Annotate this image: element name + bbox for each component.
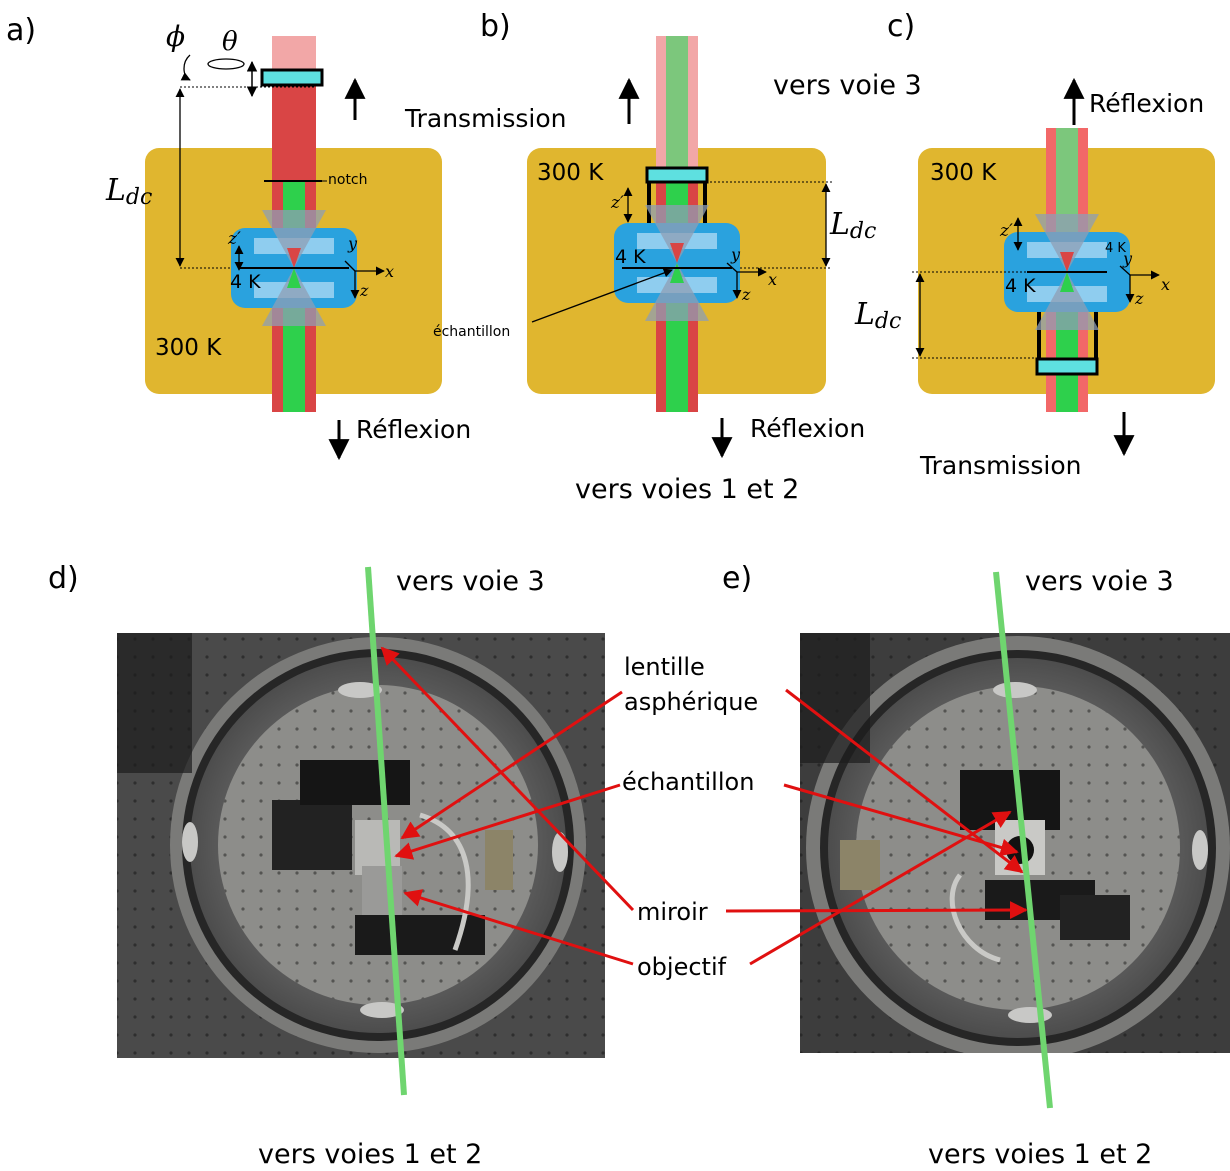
vers-voie-3-label: vers voie 3 [1025, 566, 1174, 597]
panel-b-label: b) [480, 9, 511, 44]
svg-text:4 K: 4 K [1005, 275, 1036, 297]
svg-text:y: y [730, 245, 741, 264]
transmission-label: Transmission [404, 104, 567, 133]
panel-c-label: c) [887, 9, 915, 44]
panel-d: d) vers voie 3 vers voies 1 et 2 [48, 561, 605, 1170]
svg-text:y: y [1122, 249, 1133, 268]
callout-line-objectif-d [403, 889, 634, 966]
callout-line-miroir-d [380, 646, 635, 912]
ldc-label: Ldc [105, 173, 152, 210]
panel-a: a) notch ϕ θ Ldc Réflexion 300 K [6, 13, 471, 461]
callout-lentille-line1: lentille [624, 653, 705, 681]
cold-stage-4k: z′ 4 K [227, 210, 357, 326]
callout-lentille-line2: asphérique [624, 688, 758, 716]
vers-voie-3-label: vers voie 3 [396, 566, 545, 597]
callout-objectif: objectif [637, 953, 727, 981]
svg-text:z: z [359, 281, 369, 300]
callout-miroir: miroir [637, 898, 708, 926]
notch-label: notch [328, 172, 368, 188]
svg-text:y: y [347, 234, 358, 253]
panel-c: c) Réflexion 300 K 4 K 4 K z′ x y z [854, 9, 1215, 480]
reflexion-label: Réflexion [356, 415, 471, 444]
rotation-phi-icon [180, 54, 191, 81]
echantillon-label: échantillon [433, 324, 510, 340]
temp-300k-label: 300 K [930, 160, 997, 186]
svg-text:z′: z′ [999, 221, 1013, 241]
panel-e-label: e) [722, 561, 752, 596]
callout-line-lentille-d [400, 690, 623, 840]
cryostat-photo-e [800, 633, 1230, 1053]
ldc-label: Ldc [854, 297, 901, 334]
callout-line-objectif-e [749, 810, 1012, 966]
callout-line-echantillon-e [783, 783, 1019, 857]
optical-axis-line [993, 571, 1053, 1109]
svg-text:x: x [768, 270, 777, 289]
svg-text:z: z [741, 285, 751, 304]
callouts: lentille asphérique échantillon miroir o… [380, 646, 1028, 981]
panel-a-label: a) [6, 13, 36, 48]
callout-line-miroir-e [725, 901, 1028, 920]
mirror [260, 68, 324, 87]
rotation-theta-icon [207, 58, 245, 70]
optical-axis-line [365, 566, 407, 1096]
svg-text:x: x [1161, 275, 1170, 294]
mirror [645, 166, 709, 184]
panel-e: e) vers voie 3 vers voies 1 et 2 [722, 561, 1230, 1170]
svg-text:4 K: 4 K [1105, 241, 1126, 256]
svg-text:4 K: 4 K [230, 271, 261, 293]
svg-text:x: x [385, 262, 394, 281]
transmission-label: Transmission [919, 451, 1082, 480]
cold-stage-4k: 4 K 4 K [1004, 214, 1130, 330]
temp-300k-label: 300 K [155, 335, 222, 361]
svg-text:z′: z′ [227, 229, 241, 249]
cold-stage-4k: 4 K [614, 205, 740, 321]
panel-d-label: d) [48, 561, 79, 596]
callout-line-echantillon-d [394, 783, 621, 860]
svg-text:4 K: 4 K [615, 246, 646, 268]
signal-beam-green-light [666, 36, 688, 168]
svg-text:z: z [1134, 289, 1144, 308]
cryostat-photo-d [117, 633, 605, 1058]
theta-symbol: θ [222, 27, 238, 57]
vers-voies-1-2-label: vers voies 1 et 2 [928, 1139, 1152, 1170]
laser-beam-pink [272, 36, 316, 70]
ldc-label: Ldc [829, 207, 876, 244]
mirror [1035, 357, 1099, 376]
callout-echantillon: échantillon [622, 768, 754, 796]
vers-voies-1-2-label: vers voies 1 et 2 [258, 1139, 482, 1170]
temp-300k-label: 300 K [537, 160, 604, 186]
reflexion-label: Réflexion [1089, 89, 1204, 118]
svg-text:z′: z′ [610, 193, 624, 213]
vers-voie-3-label: vers voie 3 [773, 70, 922, 101]
phi-symbol: ϕ [166, 20, 185, 53]
panel-b: b) Transmission vers voie 3 300 K Ldc 4 … [404, 9, 922, 505]
vers-voies-1-2-label: vers voies 1 et 2 [575, 474, 799, 505]
reflexion-label: Réflexion [750, 414, 865, 443]
